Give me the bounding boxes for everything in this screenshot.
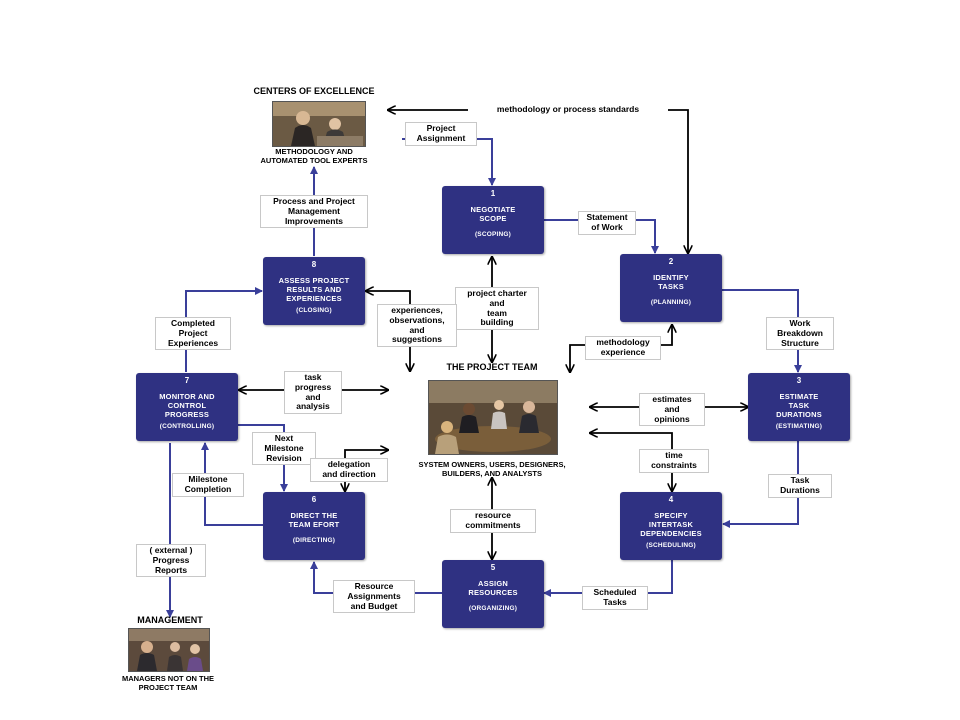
label-scheduled-tasks: Scheduled Tasks (582, 586, 648, 610)
label-estimates: estimates and opinions (639, 393, 705, 427)
arrow-step6-to-step7 (201, 442, 263, 526)
step-number: 5 (490, 563, 496, 572)
team-caption: System Owners, Users, Designers, Builder… (418, 460, 566, 478)
step-name: Assign Resources (468, 578, 518, 597)
step-phase: (planning) (650, 298, 692, 306)
label-experiences: experiences, observations, and suggestio… (377, 304, 457, 348)
step-8-assess-results[interactable]: 8 Assess Project Results and Experiences… (263, 257, 365, 325)
step-6-direct-team[interactable]: 6 Direct the Team Efort (directing) (263, 492, 365, 560)
label-methodology-experience: methodology experience (585, 336, 661, 360)
step-name: Assess Project Results and Experiences (278, 275, 350, 303)
step-1-negotiate-scope[interactable]: 1 Negotiate Scope (scoping) (442, 186, 544, 254)
step-number: 3 (796, 376, 802, 385)
label-resource-assignments: Resource Assignments and Budget (333, 580, 415, 614)
step-name: Specify Intertask Dependencies (640, 510, 702, 538)
step-number: 2 (668, 257, 674, 266)
label-process-improvements: Process and Project Management Improveme… (260, 195, 368, 229)
step-phase: (scheduling) (646, 541, 696, 549)
coe-heading: CENTERS OF EXCELLENCE (253, 86, 375, 96)
step-number: 6 (311, 495, 317, 504)
arrow-assignment-to-step1 (402, 138, 496, 186)
label-next-milestone: Next Milestone Revision (252, 432, 316, 466)
label-delegation: delegation and direction (310, 458, 388, 482)
label-project-assignment: Project Assignment (405, 122, 477, 146)
label-methodology-standards: methodology or process standards (468, 104, 668, 116)
label-work-breakdown: Work Breakdown Structure (766, 317, 834, 351)
label-task-progress: task progress and analysis (284, 371, 342, 415)
step-number: 8 (311, 260, 317, 269)
step-number: 7 (184, 376, 190, 385)
label-completed-experiences: Completed Project Experiences (155, 317, 231, 351)
step-4-specify-dependencies[interactable]: 4 Specify Intertask Dependencies (schedu… (620, 492, 722, 560)
team-heading: THE PROJECT TEAM (446, 362, 538, 372)
arrow-step3-to-step4 (722, 441, 799, 528)
coe-caption: Methodology and Automated Tool Experts (260, 147, 368, 165)
step-phase: (scoping) (474, 230, 512, 238)
step-name: Estimate Task Durations (776, 391, 822, 419)
step-name: Direct the Team Efort (288, 510, 340, 529)
label-project-charter: project charter and team building (455, 287, 539, 331)
label-external-reports: ( external ) Progress Reports (136, 544, 206, 578)
management-caption: Managers not on the Project Team (121, 674, 215, 692)
label-statement-of-work: Statement of Work (578, 211, 636, 235)
step-number: 1 (490, 189, 496, 198)
step-phase: (organizing) (468, 604, 518, 612)
step-phase: (estimating) (775, 422, 823, 430)
arrow-step7-to-step6 (237, 424, 288, 492)
step-2-identify-tasks[interactable]: 2 Identify Tasks (planning) (620, 254, 722, 322)
management-photo (128, 628, 210, 672)
label-task-durations: Task Durations (768, 474, 832, 498)
step-name: Identify Tasks (653, 272, 689, 291)
label-resource-commitments: resource commitments (450, 509, 536, 533)
label-milestone-completion: Milestone Completion (172, 473, 244, 497)
step-phase: (directing) (292, 536, 336, 544)
step-7-monitor-control[interactable]: 7 Monitor and Control Progress (controll… (136, 373, 238, 441)
step-name: Monitor and Control Progress (159, 391, 215, 419)
team-photo (428, 380, 558, 455)
step-number: 4 (668, 495, 674, 504)
step-5-assign-resources[interactable]: 5 Assign Resources (organizing) (442, 560, 544, 628)
step-3-estimate-durations[interactable]: 3 Estimate Task Durations (estimating) (748, 373, 850, 441)
management-heading: MANAGEMENT (137, 615, 203, 625)
step-phase: (controlling) (159, 422, 215, 430)
label-time-constraints: time constraints (639, 449, 709, 473)
coe-photo (272, 101, 366, 147)
step-phase: (closing) (296, 306, 332, 314)
step-name: Negotiate Scope (470, 204, 516, 223)
